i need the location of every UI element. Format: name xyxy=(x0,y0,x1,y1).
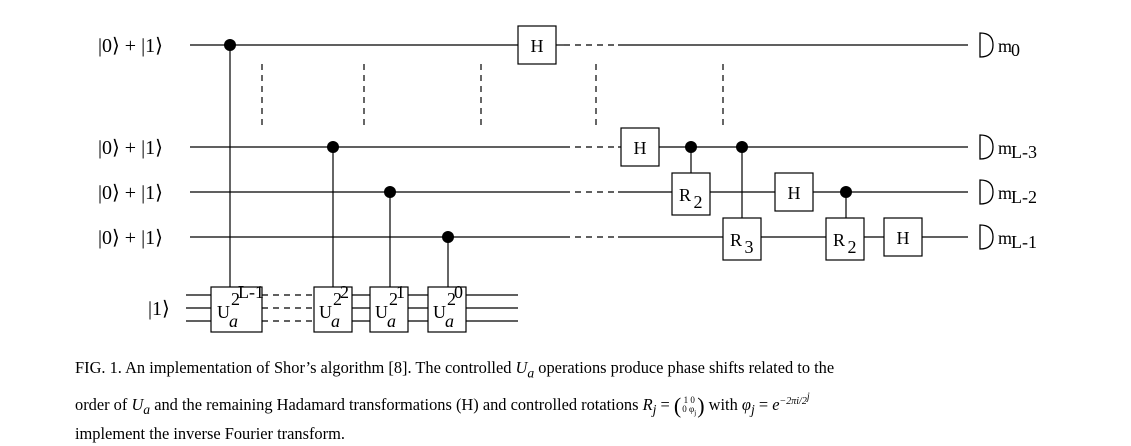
svg-text:H: H xyxy=(897,228,910,248)
svg-text:U: U xyxy=(375,302,388,322)
svg-text:H: H xyxy=(634,138,647,158)
svg-text:L-2: L-2 xyxy=(1011,187,1037,207)
circuit-diagram: |0⟩ + |1⟩ |0⟩ + |1⟩ |0⟩ + |1⟩ |0⟩ + |1⟩ … xyxy=(98,25,1037,333)
svg-text:a: a xyxy=(331,311,340,331)
modular-exponent-gate-2-1: U a 2 1 xyxy=(369,282,409,333)
hadamard-gate-q2: H xyxy=(774,172,814,212)
hadamard-gate-q3: H xyxy=(883,217,923,257)
svg-text:m: m xyxy=(998,228,1012,248)
svg-text:m: m xyxy=(998,183,1012,203)
control-dot xyxy=(685,141,697,153)
modular-exponent-gate-2-L-1: U a 2 L-1 xyxy=(210,282,264,333)
svg-text:L-3: L-3 xyxy=(1011,142,1037,162)
svg-text:2: 2 xyxy=(447,289,456,309)
control-dot xyxy=(736,141,748,153)
svg-text:a: a xyxy=(387,311,396,331)
control-dot xyxy=(442,231,454,243)
hadamard-gate-q1: H xyxy=(620,127,660,167)
svg-text:2: 2 xyxy=(231,289,240,309)
svg-text:L-1: L-1 xyxy=(1011,232,1037,252)
svg-text:2: 2 xyxy=(694,192,703,212)
figure-caption: FIG. 1. An implementation of Shor’s algo… xyxy=(75,356,1065,446)
modular-exponent-gate-2-2: U a 2 2 xyxy=(313,282,353,333)
svg-text:3: 3 xyxy=(745,237,754,257)
qubit-wires xyxy=(190,44,968,238)
rotation-gate-r2-q3: R 2 xyxy=(825,217,865,261)
measurement-m-L-1: m L-1 xyxy=(979,224,1037,252)
rotation-gate-r3-q3: R 3 xyxy=(722,217,762,261)
svg-text:1: 1 xyxy=(396,282,405,302)
caption-line-3: implement the inverse Fourier transform. xyxy=(75,424,345,444)
input-state-q1: |0⟩ + |1⟩ xyxy=(98,137,163,159)
svg-text:2: 2 xyxy=(848,237,857,257)
control-dot xyxy=(840,186,852,198)
svg-text:m: m xyxy=(998,138,1012,158)
input-state-q3: |0⟩ + |1⟩ xyxy=(98,227,163,249)
input-state-q2: |0⟩ + |1⟩ xyxy=(98,182,163,204)
modular-exponent-gate-2-0: U a 2 0 xyxy=(427,282,467,333)
svg-text:m: m xyxy=(998,36,1012,56)
svg-text:R: R xyxy=(679,185,691,205)
control-dot xyxy=(224,39,236,51)
svg-text:R: R xyxy=(833,230,845,250)
svg-text:2: 2 xyxy=(389,289,398,309)
svg-text:2: 2 xyxy=(333,289,342,309)
svg-text:H: H xyxy=(788,183,801,203)
svg-text:U: U xyxy=(433,302,446,322)
svg-text:a: a xyxy=(229,311,238,331)
svg-text:U: U xyxy=(217,302,230,322)
rotation-gate-r2-q2: R 2 xyxy=(671,172,711,216)
svg-text:0: 0 xyxy=(454,282,463,302)
input-state-target: |1⟩ xyxy=(148,298,170,320)
control-dot xyxy=(384,186,396,198)
control-dot xyxy=(327,141,339,153)
measurement-m-L-2: m L-2 xyxy=(979,179,1037,207)
target-register-wires xyxy=(186,294,518,322)
input-state-q0: |0⟩ + |1⟩ xyxy=(98,35,163,57)
svg-text:0: 0 xyxy=(1011,40,1020,60)
vertical-ellipsis xyxy=(261,64,724,128)
svg-text:R: R xyxy=(730,230,742,250)
svg-text:H: H xyxy=(531,36,544,56)
svg-text:2: 2 xyxy=(340,282,349,302)
caption-line-2: order of Ua and the remaining Hadamard t… xyxy=(75,391,810,419)
measurement-m-L-3: m L-3 xyxy=(979,134,1037,162)
hadamard-gate-top: H xyxy=(517,25,557,65)
measurement-m0: m 0 xyxy=(979,32,1020,60)
svg-text:a: a xyxy=(445,311,454,331)
caption-line-1: FIG. 1. An implementation of Shor’s algo… xyxy=(75,358,835,381)
svg-text:L-1: L-1 xyxy=(238,282,264,302)
svg-text:U: U xyxy=(319,302,332,322)
